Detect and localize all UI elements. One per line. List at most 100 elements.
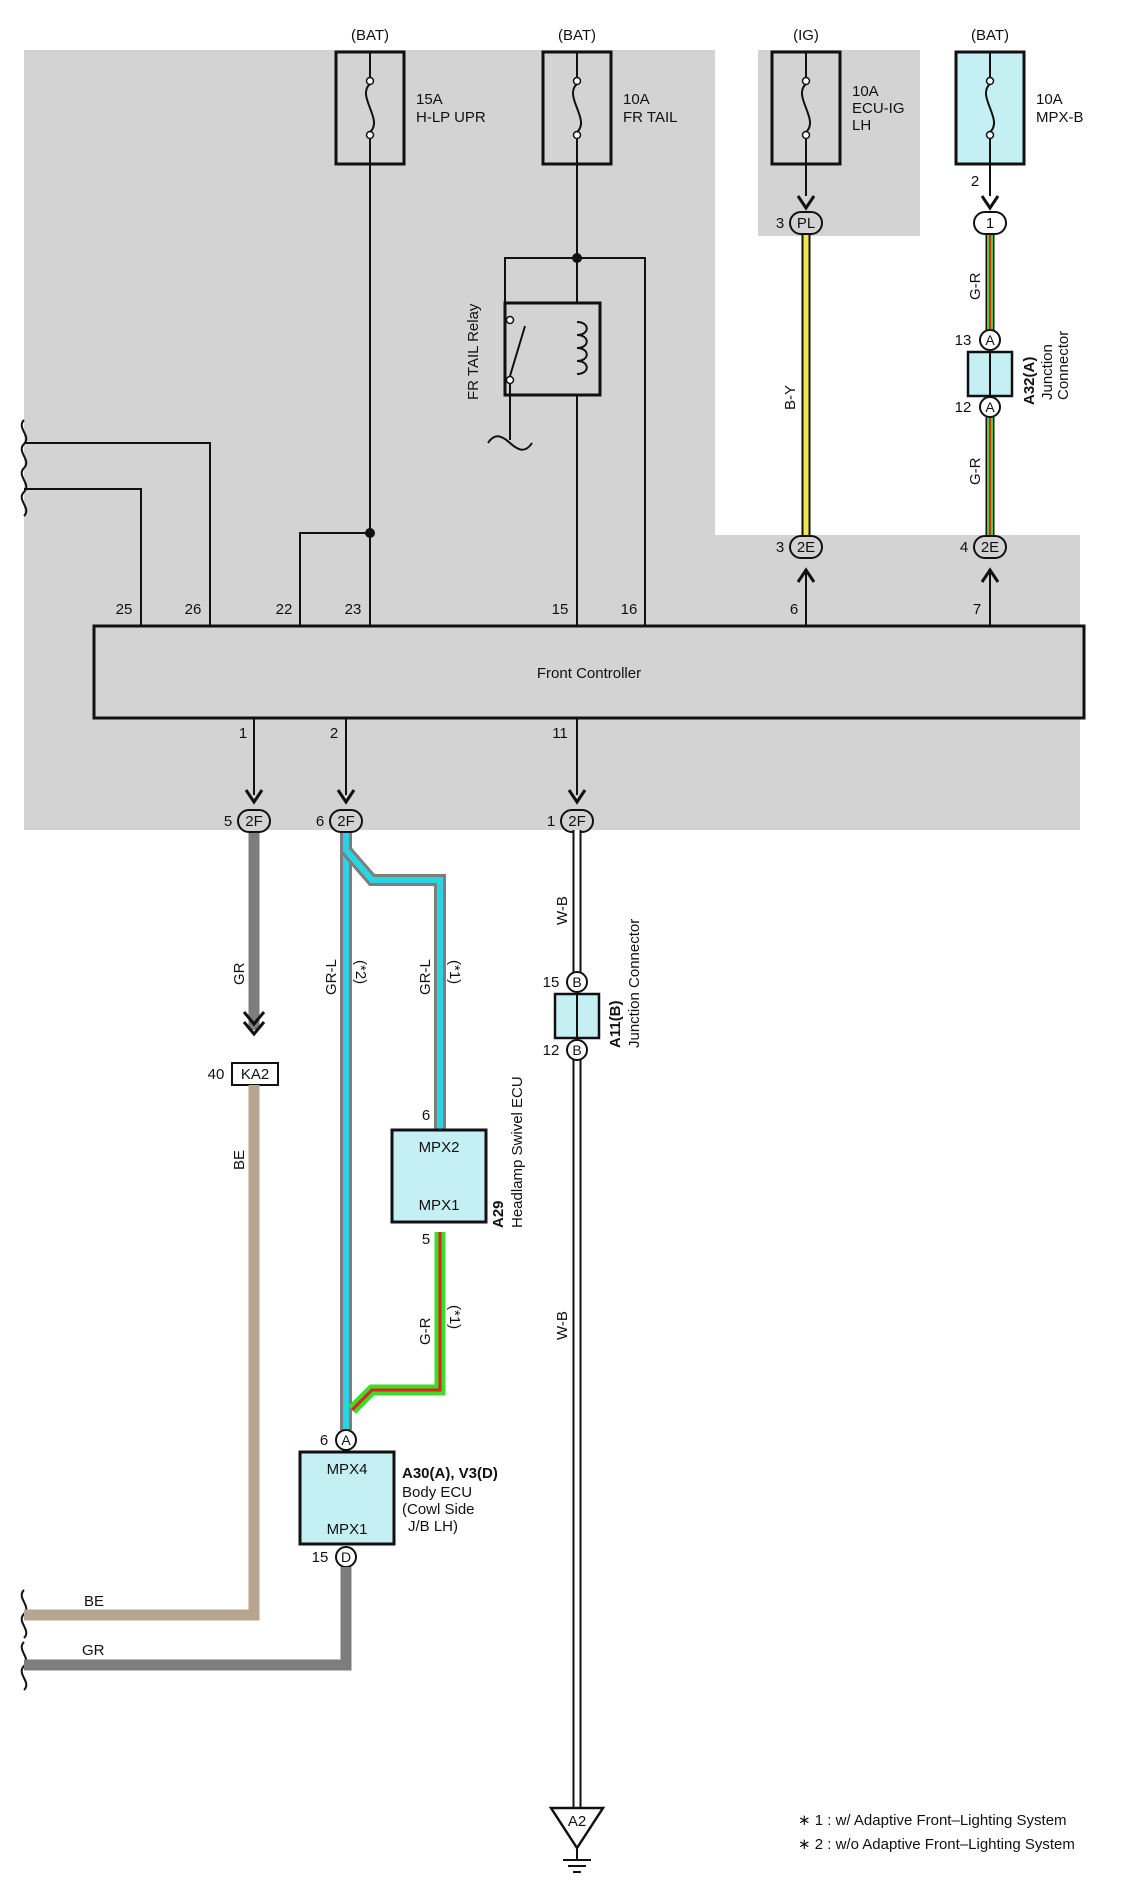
controller-output-arrows bbox=[244, 718, 587, 805]
svg-text:ECU-IG: ECU-IG bbox=[852, 100, 905, 117]
svg-text:A2: A2 bbox=[568, 1813, 586, 1830]
svg-text:MPX-B: MPX-B bbox=[1036, 109, 1084, 126]
connector-pl: PL 3 bbox=[776, 211, 823, 235]
svg-text:15: 15 bbox=[543, 974, 560, 991]
svg-text:GR: GR bbox=[82, 1642, 105, 1659]
svg-text:(BAT): (BAT) bbox=[971, 27, 1009, 44]
svg-text:11: 11 bbox=[552, 725, 568, 742]
svg-text:A32(A): A32(A) bbox=[1021, 357, 1038, 405]
svg-text:1: 1 bbox=[547, 813, 555, 830]
svg-text:H-LP UPR: H-LP UPR bbox=[416, 109, 486, 126]
svg-text:10A: 10A bbox=[623, 91, 650, 108]
svg-text:BE: BE bbox=[231, 1150, 248, 1170]
svg-text:2F: 2F bbox=[245, 813, 263, 830]
svg-text:J/B LH): J/B LH) bbox=[408, 1518, 458, 1535]
svg-text:GR: GR bbox=[231, 962, 248, 985]
svg-text:PL: PL bbox=[797, 215, 815, 232]
svg-text:5: 5 bbox=[422, 1231, 430, 1248]
svg-text:FR TAIL: FR TAIL bbox=[623, 109, 677, 126]
svg-text:25: 25 bbox=[116, 601, 133, 618]
connector-2e-left: 2E 3 bbox=[776, 535, 823, 559]
svg-text:G-R: G-R bbox=[967, 272, 984, 300]
connector-1: 1 bbox=[973, 211, 1007, 235]
svg-text:6: 6 bbox=[422, 1107, 430, 1124]
junction-connector-a11: B 15 B 12 A11(B) Junction Connector bbox=[543, 919, 643, 1061]
svg-text:Connector: Connector bbox=[1055, 331, 1072, 400]
svg-text:B: B bbox=[572, 1042, 581, 1058]
wire-gr-bottom: GR bbox=[24, 1567, 352, 1671]
svg-text:2E: 2E bbox=[797, 539, 815, 556]
svg-text:A29: A29 bbox=[490, 1200, 507, 1228]
svg-text:LH: LH bbox=[852, 117, 871, 134]
svg-text:B-Y: B-Y bbox=[782, 385, 799, 410]
svg-text:A: A bbox=[985, 332, 995, 348]
footnotes: ∗ 1 : w/ Adaptive Front–Lighting System … bbox=[798, 1812, 1075, 1853]
svg-text:(BAT): (BAT) bbox=[351, 27, 389, 44]
svg-text:2E: 2E bbox=[981, 539, 999, 556]
svg-text:(*1): (*1) bbox=[446, 960, 463, 984]
connector-2f-pin1: 2F 1 bbox=[547, 809, 594, 833]
svg-text:2: 2 bbox=[971, 173, 979, 190]
svg-text:2: 2 bbox=[330, 725, 338, 742]
svg-text:(BAT): (BAT) bbox=[558, 27, 596, 44]
svg-text:A30(A), V3(D): A30(A), V3(D) bbox=[402, 1465, 498, 1482]
wire-gr-l-main: GR-L (*2) bbox=[323, 830, 369, 1430]
svg-text:22: 22 bbox=[276, 601, 293, 618]
svg-text:1: 1 bbox=[986, 215, 994, 232]
svg-text:6: 6 bbox=[320, 1432, 328, 1449]
fuse-mpx-b: (BAT) 10A MPX-B 2 bbox=[954, 27, 1084, 190]
svg-text:13: 13 bbox=[955, 332, 972, 349]
wire-g-r-mpx-b: G-R G-R bbox=[967, 164, 1000, 626]
svg-text:15A: 15A bbox=[416, 91, 443, 108]
svg-text:5: 5 bbox=[224, 813, 232, 830]
wire-w-b: W-B W-B bbox=[554, 830, 582, 1808]
connector-2e-right: 2E 4 bbox=[960, 535, 1007, 559]
svg-text:1: 1 bbox=[239, 725, 247, 742]
svg-text:6: 6 bbox=[790, 601, 798, 618]
svg-text:3: 3 bbox=[776, 215, 784, 232]
svg-text:GR-L: GR-L bbox=[323, 959, 340, 995]
wire-gr-l-swivel: GR-L (*1) bbox=[341, 846, 463, 1130]
connector-2f-pin6: 2F 6 bbox=[316, 809, 363, 833]
splice-dot bbox=[572, 253, 582, 263]
fuse-fr-tail: (BAT) 10A FR TAIL bbox=[541, 27, 677, 166]
svg-text:KA2: KA2 bbox=[241, 1066, 269, 1083]
svg-text:MPX2: MPX2 bbox=[419, 1139, 460, 1156]
svg-text:3: 3 bbox=[776, 539, 784, 556]
svg-text:12: 12 bbox=[543, 1042, 560, 1059]
svg-text:15: 15 bbox=[552, 601, 569, 618]
wire-g-r-swivel: G-R (*1) bbox=[348, 1232, 463, 1414]
svg-text:Headlamp Swivel ECU: Headlamp Swivel ECU bbox=[509, 1076, 526, 1228]
svg-text:B: B bbox=[572, 974, 581, 990]
svg-text:6: 6 bbox=[316, 813, 324, 830]
svg-text:MPX4: MPX4 bbox=[327, 1461, 368, 1478]
svg-text:GR-L: GR-L bbox=[417, 959, 434, 995]
svg-text:D: D bbox=[341, 1549, 351, 1565]
svg-text:10A: 10A bbox=[1036, 91, 1063, 108]
svg-text:FR TAIL Relay: FR TAIL Relay bbox=[465, 303, 482, 400]
svg-text:26: 26 bbox=[185, 601, 202, 618]
splice-dot bbox=[365, 528, 375, 538]
svg-text:W-B: W-B bbox=[554, 1311, 571, 1340]
svg-text:Body ECU: Body ECU bbox=[402, 1484, 472, 1501]
svg-text:∗ 2 : w/o Adaptive Front–Light: ∗ 2 : w/o Adaptive Front–Lighting System bbox=[798, 1836, 1075, 1853]
wire-be: BE BE bbox=[24, 1085, 260, 1621]
svg-text:A: A bbox=[985, 399, 995, 415]
svg-text:(*2): (*2) bbox=[352, 960, 369, 984]
svg-text:A11(B): A11(B) bbox=[607, 1000, 624, 1048]
svg-text:BE: BE bbox=[84, 1593, 104, 1610]
svg-text:G-R: G-R bbox=[967, 457, 984, 485]
svg-text:7: 7 bbox=[973, 601, 981, 618]
svg-text:MPX1: MPX1 bbox=[419, 1197, 460, 1214]
svg-text:MPX1: MPX1 bbox=[327, 1521, 368, 1538]
headlamp-swivel-ecu: 6 MPX2 MPX1 5 A29 Headlamp Swivel ECU bbox=[390, 1076, 526, 1248]
svg-text:2F: 2F bbox=[337, 813, 355, 830]
svg-text:(Cowl Side: (Cowl Side bbox=[402, 1501, 475, 1518]
fr-tail-relay: FR TAIL Relay bbox=[465, 301, 602, 451]
svg-text:15: 15 bbox=[312, 1549, 329, 1566]
junction-connector-a32: A 13 A 12 A32(A) Junction Connector bbox=[955, 329, 1072, 418]
svg-text:(IG): (IG) bbox=[793, 27, 819, 44]
svg-text:∗ 1 : w/ Adaptive Front–Lighti: ∗ 1 : w/ Adaptive Front–Lighting System bbox=[798, 1812, 1067, 1829]
svg-text:10A: 10A bbox=[852, 83, 879, 100]
